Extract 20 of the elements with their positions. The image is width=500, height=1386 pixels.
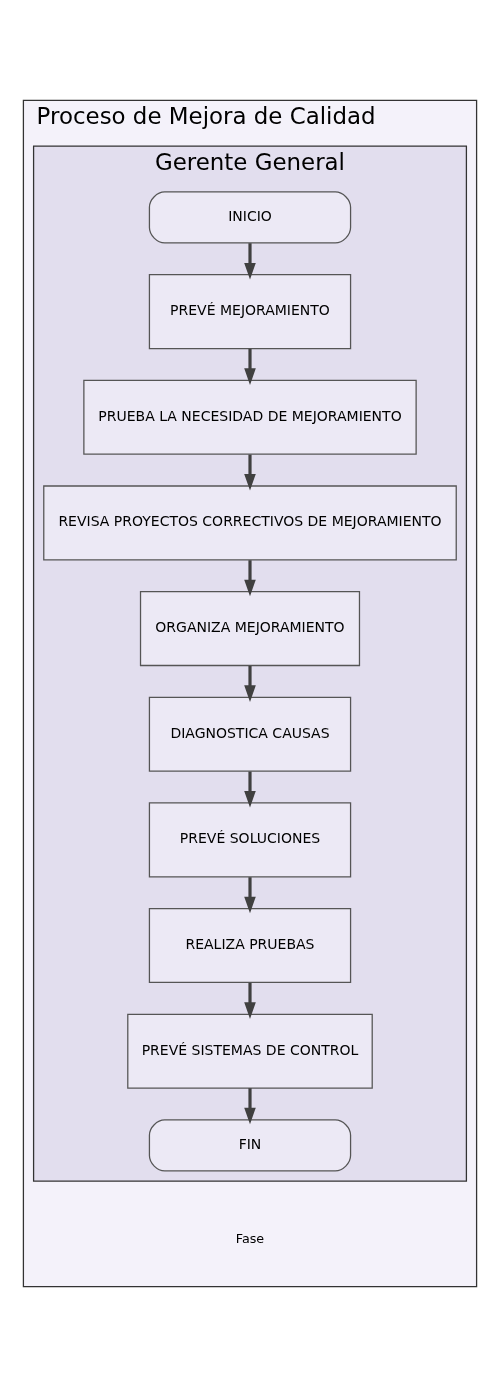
node-box: DIAGNOSTICA CAUSAS <box>148 696 352 772</box>
arrow <box>244 348 256 385</box>
node-box: PREVÉ MEJORAMIENTO <box>148 273 352 349</box>
arrow <box>244 771 256 808</box>
node-box: ORGANIZA MEJORAMIENTO <box>139 590 361 666</box>
label: Fase <box>235 1230 265 1246</box>
arrow <box>244 665 256 702</box>
node-box: REVISA PROYECTOS CORRECTIVOS DE MEJORAMIENTO <box>43 484 457 560</box>
node-box: INICIO <box>148 190 352 243</box>
arrow <box>244 454 256 491</box>
arrow <box>244 1087 256 1124</box>
arrow <box>244 242 256 279</box>
node-box: PREVÉ SOLUCIONES <box>148 801 352 877</box>
node-box: FIN <box>148 1118 352 1171</box>
node-box: PREVÉ SISTEMAS DE CONTROL <box>127 1013 373 1089</box>
arrow <box>244 982 256 1019</box>
arrow <box>244 876 256 913</box>
node-box: REALIZA PRUEBAS <box>148 907 352 983</box>
node-box: PRUEBA LA NECESIDAD DE MEJORAMIENTO <box>83 379 417 455</box>
arrow <box>244 559 256 596</box>
